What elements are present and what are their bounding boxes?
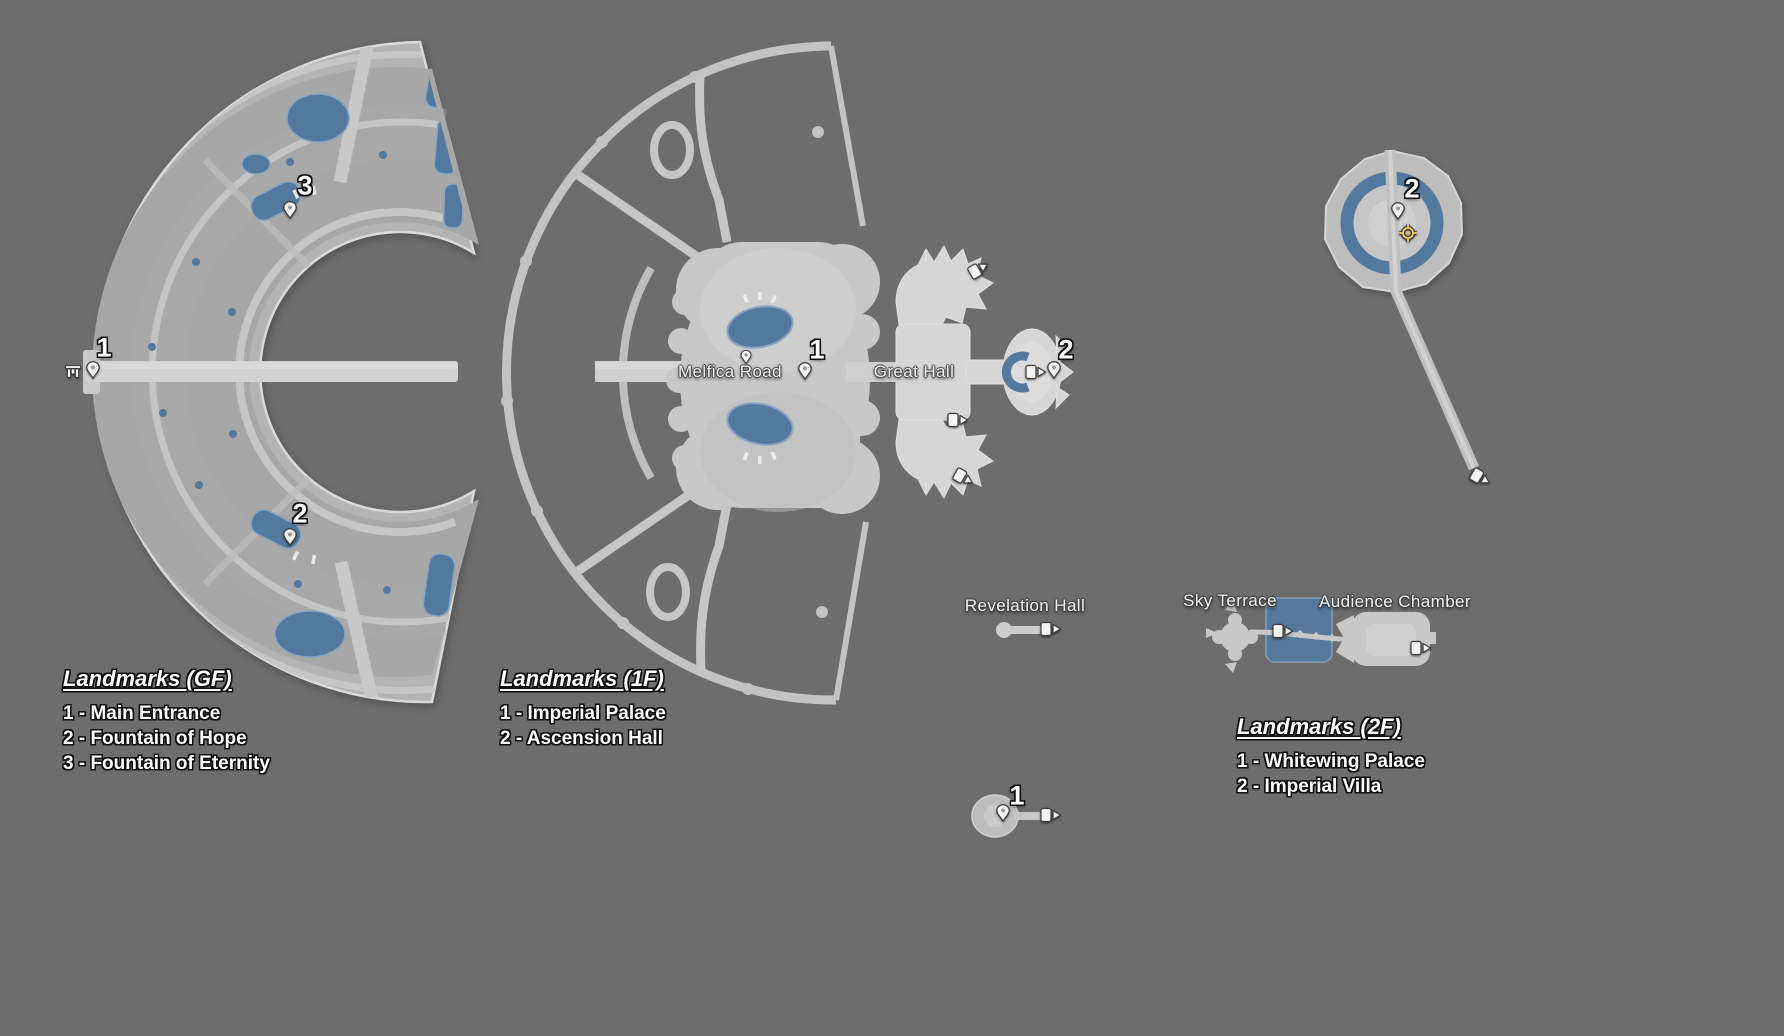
marker-number-2f-1[interactable]: 1	[1009, 780, 1025, 811]
map-1f-revelation-hall-shape	[996, 622, 1044, 638]
landmark-pin-icon[interactable]	[283, 528, 298, 547]
legend-2f-title: Landmarks (2F)	[1237, 714, 1401, 739]
marker-number-gf-3[interactable]: 3	[297, 170, 313, 201]
legend-1f: Landmarks (1F) 1 - Imperial Palace 2 - A…	[500, 666, 666, 751]
legend-1f-item: 1 - Imperial Palace	[500, 703, 666, 724]
exit-door-icon[interactable]	[1272, 623, 1294, 639]
map-gf-water-dots	[148, 151, 391, 594]
exit-door-icon[interactable]	[1025, 364, 1047, 380]
exit-door-icon[interactable]	[1410, 640, 1432, 656]
map-1f-blue-arch	[1002, 351, 1030, 393]
map-1f-shape	[501, 41, 1074, 705]
map-2f-corridor-links	[1295, 629, 1351, 644]
marker-number-1f-2[interactable]: 2	[1058, 334, 1074, 365]
marker-number-gf-1[interactable]: 1	[96, 332, 112, 363]
map-1f-great-hall	[895, 244, 1074, 500]
map-1f-ring-road	[502, 41, 869, 705]
legend-2f-item: 2 - Imperial Villa	[1237, 776, 1382, 797]
landmark-pin-icon[interactable]	[798, 362, 813, 381]
landmark-pin-icon[interactable]	[1391, 202, 1406, 221]
legend-1f-item: 2 - Ascension Hall	[500, 728, 663, 749]
area-label-audience-chamber: Audience Chamber	[1319, 592, 1471, 611]
map-1f-pond-ticks	[742, 292, 777, 464]
legend-gf-item: 2 - Fountain of Hope	[63, 728, 247, 749]
marker-number-gf-2[interactable]: 2	[292, 498, 308, 529]
map-gf-bench-ticks	[291, 185, 317, 565]
legend-1f-title: Landmarks (1F)	[500, 666, 664, 691]
map-gf-main-road	[83, 350, 458, 394]
landmark-pin-icon[interactable]	[283, 201, 298, 220]
map-1f-ring-towers	[501, 71, 828, 695]
exit-door-icon[interactable]	[1040, 621, 1062, 637]
legend-2f-item: 1 - Whitewing Palace	[1237, 751, 1425, 772]
marker-number-2f-2[interactable]: 2	[1404, 173, 1420, 204]
exit-door-icon[interactable]	[947, 412, 969, 428]
landmark-pin-icon[interactable]	[1047, 361, 1062, 380]
map-2f-sky-terrace-shape	[1206, 601, 1258, 673]
waypoint-compass-icon[interactable]	[1399, 224, 1418, 243]
entrance-gate-icon[interactable]	[65, 363, 82, 380]
map-1f-palace-ponds	[726, 305, 794, 446]
area-label-sky-terrace: Sky Terrace	[1183, 591, 1277, 610]
legend-gf-item: 1 - Main Entrance	[63, 703, 221, 724]
marker-number-1f-1[interactable]: 1	[809, 334, 825, 365]
legend-gf: Landmarks (GF) 1 - Main Entrance 2 - Fou…	[63, 666, 270, 776]
map-2f-imperial-villa	[1323, 149, 1480, 471]
map-gf-shape	[83, 40, 480, 704]
map-2f-audience-chamber-shape	[1336, 612, 1436, 666]
legend-2f: Landmarks (2F) 1 - Whitewing Palace 2 - …	[1237, 714, 1425, 799]
area-label-great-hall: Great Hall	[873, 362, 955, 381]
landmark-pin-icon[interactable]	[996, 804, 1011, 823]
area-label-revelation-hall: Revelation Hall	[964, 596, 1086, 615]
exit-door-icon[interactable]	[1040, 807, 1062, 823]
legend-gf-title: Landmarks (GF)	[63, 666, 232, 691]
area-label-melfica-road: Melfica Road	[677, 362, 783, 381]
legend-gf-item: 3 - Fountain of Eternity	[63, 753, 270, 774]
